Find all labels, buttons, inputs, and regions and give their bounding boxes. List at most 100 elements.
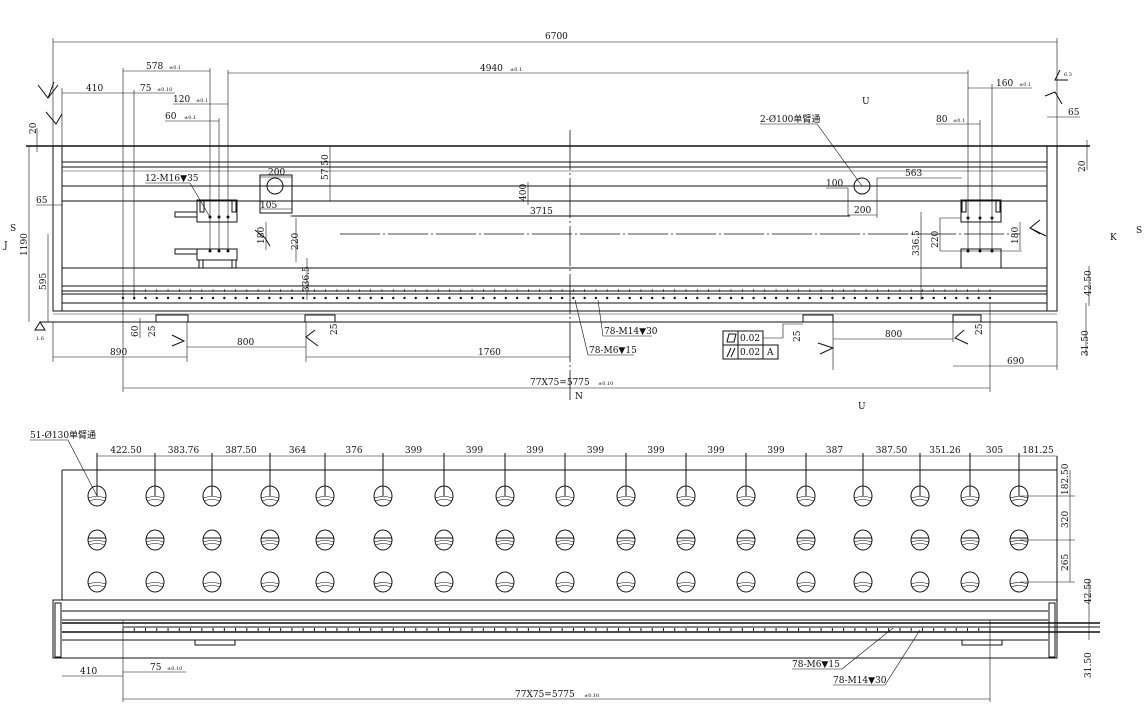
bore-hole [495, 571, 515, 593]
tapped-hole [684, 296, 688, 300]
tapped-hole [774, 296, 778, 300]
dim-800-left: 800 [237, 338, 254, 348]
tapped-hole [155, 296, 158, 300]
dim-400: 400 [519, 184, 529, 201]
tapped-hole [380, 296, 384, 300]
tapped-hole [392, 296, 395, 300]
dim-20-left: 20 [29, 122, 39, 134]
dim-75-tolerance: ±0.10 [157, 87, 172, 93]
bore-hole-chamfer [676, 582, 696, 588]
bore-hole-chamfer [555, 496, 575, 502]
bore-hole [796, 529, 816, 551]
section-mark-u-bottom: U [858, 402, 866, 412]
tapped-hole [515, 296, 519, 300]
tapped-hole [955, 296, 958, 300]
callout-m14-tapped: 78-M14▼30 [604, 327, 658, 337]
dim-890: 890 [110, 348, 127, 358]
tapped-hole [729, 296, 733, 300]
tapped-hole [290, 296, 294, 300]
bore-hole-chamfer [202, 582, 222, 588]
tapped-hole [324, 296, 327, 300]
dim-410: 410 [86, 84, 103, 94]
side-dim-31-50: 31.50 [1084, 652, 1094, 678]
dim-75: 75 [140, 84, 152, 94]
bore-hole [910, 571, 930, 593]
bore-hole-chamfer [260, 582, 280, 588]
dim-80: 80 [936, 115, 948, 125]
bore-hole-chamfer [796, 496, 816, 502]
side-dim-42-50: 42.50 [1084, 578, 1094, 604]
hole-spacing-label: 181.25 [1022, 446, 1054, 456]
bore-hole-chamfer [910, 582, 930, 588]
bore-hole [736, 571, 756, 593]
dim-25-d: 25 [975, 323, 985, 335]
tapped-hole [921, 296, 924, 300]
bore-hole [373, 571, 393, 593]
bore-hole [145, 571, 165, 593]
section-mark-s-right: S [1136, 226, 1142, 236]
tapped-hole [763, 296, 767, 300]
tapped-hole [572, 296, 575, 300]
tapped-hole [819, 296, 823, 300]
section-mark-k: K [1110, 233, 1117, 243]
bore-hole [202, 529, 222, 551]
tapped-hole [369, 296, 372, 300]
section-mark-n: N [575, 392, 583, 402]
bore-hole [960, 529, 980, 551]
roughness-value-6-3: 6.3 [1064, 72, 1072, 78]
bore-hole [495, 529, 515, 551]
dim-336-5-left: 336.5 [302, 266, 312, 292]
bore-hole [373, 529, 393, 551]
bore-hole [315, 529, 335, 551]
dim-1760: 1760 [478, 348, 501, 358]
tapped-hole [166, 296, 170, 300]
clamp-bracket-lower [174, 248, 238, 269]
tapped-hole [741, 296, 744, 300]
dim-578: 578 [146, 62, 163, 72]
tapped-hole [752, 296, 755, 300]
tapped-hole [605, 296, 609, 300]
bore-hole-chamfer [373, 582, 393, 588]
bore-hole-chamfer [495, 582, 515, 588]
tapped-hole [425, 296, 429, 300]
bore-hole-chamfer [202, 540, 222, 546]
tapped-hole [470, 296, 474, 300]
bore-hole-chamfer [676, 540, 696, 546]
bore-hole-chamfer [87, 582, 107, 588]
dim-200-box: 200 [268, 168, 285, 178]
dim-60-tolerance: ±0.1 [184, 115, 196, 121]
dim-25-c: 25 [793, 330, 803, 342]
callout-bore-100: 2-Ø100单臂通 [760, 113, 820, 125]
bore-hole-chamfer [373, 496, 393, 502]
tapped-hole [932, 296, 935, 300]
tapped-hole [864, 296, 868, 300]
tapped-hole [786, 296, 789, 300]
section-mark-u-top: U [862, 97, 870, 107]
tapped-hole [808, 296, 812, 300]
bore-hole [87, 571, 107, 593]
tapped-hole [583, 296, 586, 300]
bore-hole-chamfer [315, 540, 335, 546]
side-dim-75-tolerance: ±0.10 [167, 666, 182, 672]
tapped-hole [313, 296, 316, 300]
tapped-hole [448, 296, 451, 300]
bore-hole [676, 529, 696, 551]
hole-spacing-label: 399 [466, 446, 483, 456]
dim-595: 595 [39, 273, 49, 290]
callout-m16-tapped: 12-M16▼35 [145, 174, 199, 184]
clamp-bracket-right-lower [960, 248, 1002, 269]
dim-31-50: 31.50 [1081, 330, 1091, 356]
bore-hole-chamfer [1009, 582, 1029, 588]
hole-spacing-label: 422.50 [110, 446, 142, 456]
dim-800-right: 800 [885, 330, 902, 340]
callout-m6-tapped: 78-M6▼15 [589, 346, 637, 356]
bore-hole-chamfer [434, 540, 454, 546]
dim-1190: 1190 [20, 233, 30, 256]
tapped-hole [200, 296, 204, 300]
bore-hole-chamfer [87, 540, 107, 546]
tapped-hole [527, 296, 530, 300]
bore-hole [960, 571, 980, 593]
hole-spacing-label: 399 [587, 446, 604, 456]
dim-160-tolerance: ±0.1 [1019, 82, 1031, 88]
